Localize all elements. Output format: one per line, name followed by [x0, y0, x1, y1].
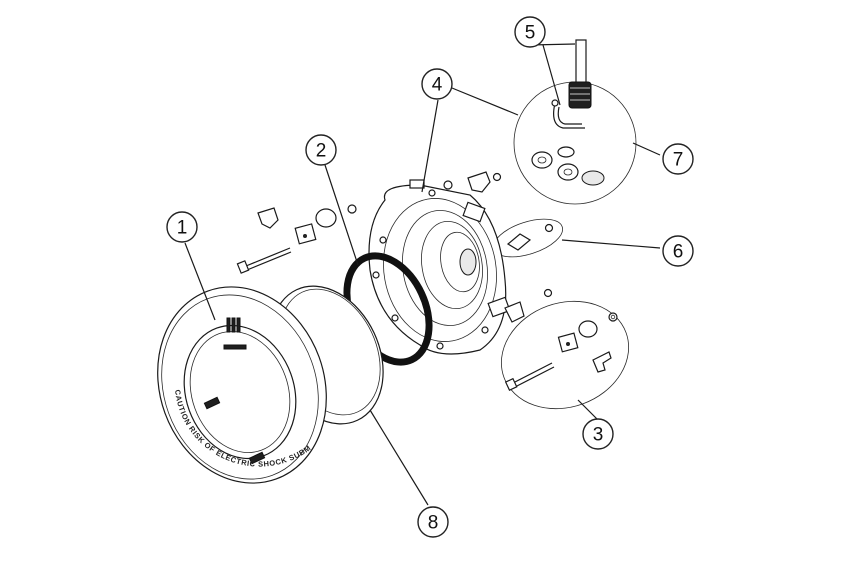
leader-8 — [369, 409, 429, 506]
part-3-bolt-head — [504, 377, 518, 392]
part-1-face-ring: CAUTION RISK OF ELECTRIC SHOCK SUBMERGE … — [0, 0, 327, 484]
part-3-nut — [608, 312, 618, 322]
part-3-bolt — [512, 362, 553, 384]
leader-lines — [184, 43, 661, 506]
part-7-washer-a — [531, 151, 553, 169]
block-small — [294, 223, 317, 245]
callout-3-label: 3 — [593, 425, 604, 446]
o-ring-small — [315, 208, 337, 228]
callout-3: 3 — [582, 418, 614, 450]
callout-1: 1 — [166, 211, 198, 243]
callout-8-label: 8 — [428, 513, 439, 534]
leader-1 — [184, 242, 216, 321]
leader-7 — [632, 142, 661, 156]
leader-4b — [451, 87, 519, 116]
leader-4a — [421, 99, 439, 193]
callout-2-label: 2 — [316, 141, 327, 162]
callout-1-label: 1 — [177, 218, 188, 239]
part-4-niche-housing — [368, 171, 553, 355]
part-1-screw-b — [248, 451, 266, 465]
part-1-nameplate — [223, 344, 247, 350]
clip-small — [257, 207, 279, 229]
leader-5b — [542, 44, 561, 106]
callout-8: 8 — [417, 506, 449, 538]
part-1-logo-mark — [226, 317, 231, 333]
leader-2 — [324, 164, 359, 266]
part-7-wire — [553, 102, 585, 129]
left-hardware — [236, 204, 357, 274]
part-3-o-ring — [578, 320, 598, 338]
part-6-clip — [506, 233, 532, 251]
part-3-clip — [592, 351, 612, 373]
long-bolt — [245, 247, 291, 267]
callout-4: 4 — [421, 68, 453, 100]
callout-7-label: 7 — [673, 150, 684, 171]
part-7-cap — [581, 170, 605, 186]
callout-5-label: 5 — [525, 23, 536, 44]
nut-small — [347, 204, 357, 214]
part-7-washer-c — [557, 163, 579, 181]
callout-7: 7 — [662, 143, 694, 175]
part-6-nut — [544, 223, 554, 233]
leader-6 — [561, 239, 661, 249]
part-7-cord-gland — [568, 81, 592, 109]
callout-6-label: 6 — [673, 242, 684, 263]
callout-5: 5 — [514, 16, 546, 48]
part-7-washer-b — [557, 146, 575, 158]
callout-6: 6 — [662, 235, 694, 267]
part-1-screw-a — [203, 396, 221, 410]
callout-2: 2 — [305, 134, 337, 166]
leader-3 — [577, 399, 599, 421]
part-3-oval-plate — [500, 300, 630, 410]
part-4-top-clip — [467, 171, 491, 193]
callout-4-label: 4 — [432, 75, 443, 96]
part-7-fittings-kit — [513, 39, 637, 205]
part-3-rear-kit — [500, 300, 630, 410]
